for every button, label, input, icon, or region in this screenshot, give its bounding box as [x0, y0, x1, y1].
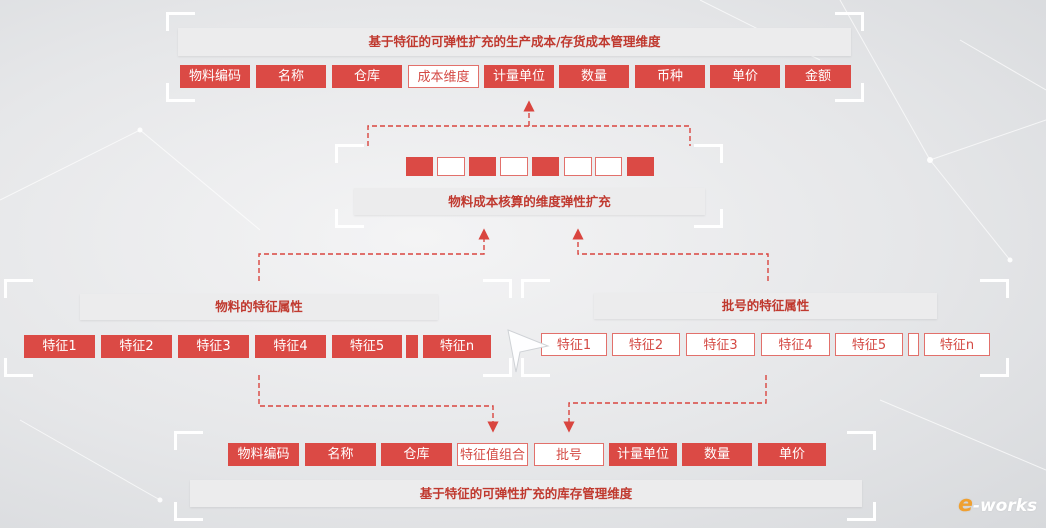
top-dimension-cell: 金额 [785, 65, 851, 88]
dimension-square [500, 157, 528, 176]
bottom-dimension-cell: 计量单位 [609, 443, 677, 466]
frame-corner [847, 431, 876, 450]
material-feature-cell: 特征3 [178, 335, 249, 358]
dimension-square [564, 157, 592, 176]
frame-corner [847, 502, 876, 521]
frame-corner [694, 144, 723, 163]
top-dimension-cell: 名称 [256, 65, 326, 88]
dimension-square [406, 157, 433, 176]
batch-feature-cell: 特征1 [541, 333, 607, 356]
frame-corner [174, 502, 203, 521]
batch-feature-cell: 特征5 [835, 333, 903, 356]
top-dimension-cell: 计量单位 [484, 65, 554, 88]
dimension-square [532, 157, 559, 176]
frame-corner [166, 12, 195, 31]
bottom-dimension-cell: 特征值组合 [457, 443, 528, 466]
material-feature-cell: 特征5 [332, 335, 402, 358]
batch-feature-ellipsis [908, 333, 919, 356]
middle-frame [335, 144, 723, 228]
bottom-dimension-cell: 单价 [758, 443, 826, 466]
batch-feature-cell: 特征3 [686, 333, 755, 356]
top-dimension-cell: 物料编码 [180, 65, 250, 88]
frame-corner [980, 279, 1009, 298]
dimension-square [595, 157, 622, 176]
batch-feature-cell: 特征4 [761, 333, 830, 356]
frame-corner [166, 83, 195, 102]
material-feature-cell: 特征4 [255, 335, 326, 358]
frame-corner [521, 358, 550, 377]
frame-corner [4, 358, 33, 377]
frame-corner [521, 279, 550, 298]
material-feature-cell: 特征n [423, 335, 491, 358]
top-title: 基于特征的可弹性扩充的生产成本/存货成本管理维度 [178, 28, 851, 56]
frame-corner [980, 358, 1009, 377]
top-dimension-cell: 单价 [710, 65, 780, 88]
material-feature-title: 物料的特征属性 [80, 294, 438, 320]
frame-corner [835, 83, 864, 102]
bottom-dimension-cell: 批号 [534, 443, 604, 466]
bottom-dimension-cell: 仓库 [381, 443, 452, 466]
bottom-dimension-cell: 数量 [682, 443, 752, 466]
bottom-dimension-cell: 名称 [305, 443, 376, 466]
material-feature-ellipsis [406, 335, 418, 358]
top-frame [166, 12, 864, 102]
top-dimension-cell: 仓库 [332, 65, 402, 88]
material-feature-cell: 特征1 [24, 335, 95, 358]
bottom-title: 基于特征的可弹性扩充的库存管理维度 [190, 480, 862, 507]
eworks-logo: e-works [958, 492, 1038, 517]
dimension-square [469, 157, 496, 176]
frame-corner [483, 279, 512, 298]
batch-feature-cell: 特征2 [612, 333, 680, 356]
dimension-square [437, 157, 465, 176]
frame-corner [4, 279, 33, 298]
frame-corner [694, 209, 723, 228]
material-feature-cell: 特征2 [101, 335, 172, 358]
top-dimension-cell: 数量 [559, 65, 629, 88]
bottom-dimension-cell: 物料编码 [228, 443, 299, 466]
frame-corner [335, 144, 364, 163]
dimension-square [627, 157, 654, 176]
frame-corner [483, 358, 512, 377]
frame-corner [835, 12, 864, 31]
frame-corner [174, 431, 203, 450]
top-dimension-cell: 成本维度 [408, 65, 479, 88]
frame-corner [335, 209, 364, 228]
batch-feature-title: 批号的特征属性 [594, 293, 937, 319]
bottom-frame [174, 431, 876, 521]
top-dimension-cell: 币种 [635, 65, 705, 88]
middle-label: 物料成本核算的维度弹性扩充 [354, 188, 705, 215]
batch-feature-cell: 特征n [924, 333, 990, 356]
